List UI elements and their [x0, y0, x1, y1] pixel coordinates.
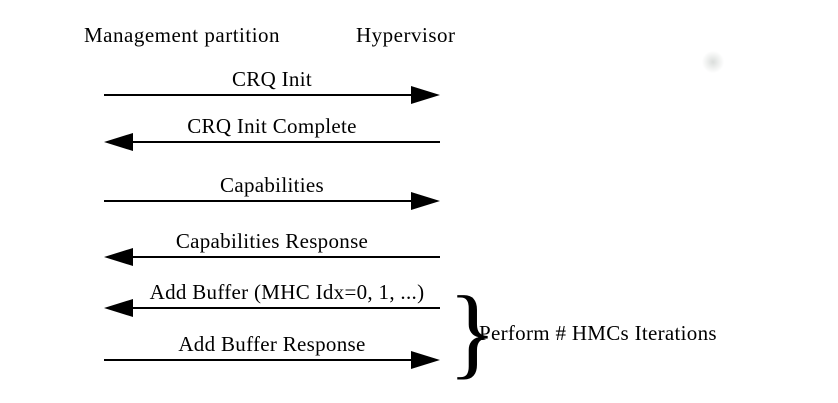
- message-line: [104, 94, 413, 96]
- message-line: [131, 141, 440, 143]
- actor-hypervisor: Hypervisor: [356, 23, 456, 47]
- message-label: Add Buffer Response: [178, 332, 366, 356]
- arrowhead-right-icon: [411, 192, 440, 210]
- message-label: Capabilities Response: [175, 229, 369, 253]
- arrowhead-left-icon: [104, 248, 133, 266]
- arrowhead-right-icon: [411, 351, 440, 369]
- message-label: Add Buffer (MHC Idx=0, 1, ...): [149, 280, 425, 304]
- iteration-group-label: Perform # HMCs Iterations: [479, 321, 717, 345]
- message-line: [104, 359, 413, 361]
- actor-management-partition: Management partition: [84, 23, 281, 47]
- message-line: [104, 200, 413, 202]
- arrowhead-right-icon: [411, 86, 440, 104]
- message-label: CRQ Init: [232, 67, 312, 91]
- arrowhead-left-icon: [104, 133, 133, 151]
- iteration-group-brace: }: [448, 276, 497, 389]
- message-label: CRQ Init Complete: [187, 114, 357, 138]
- arrowhead-left-icon: [104, 299, 133, 317]
- message-label: Capabilities: [220, 173, 324, 197]
- message-line: [131, 256, 440, 258]
- scan-artifact-dot: [702, 51, 724, 73]
- message-line: [131, 307, 440, 309]
